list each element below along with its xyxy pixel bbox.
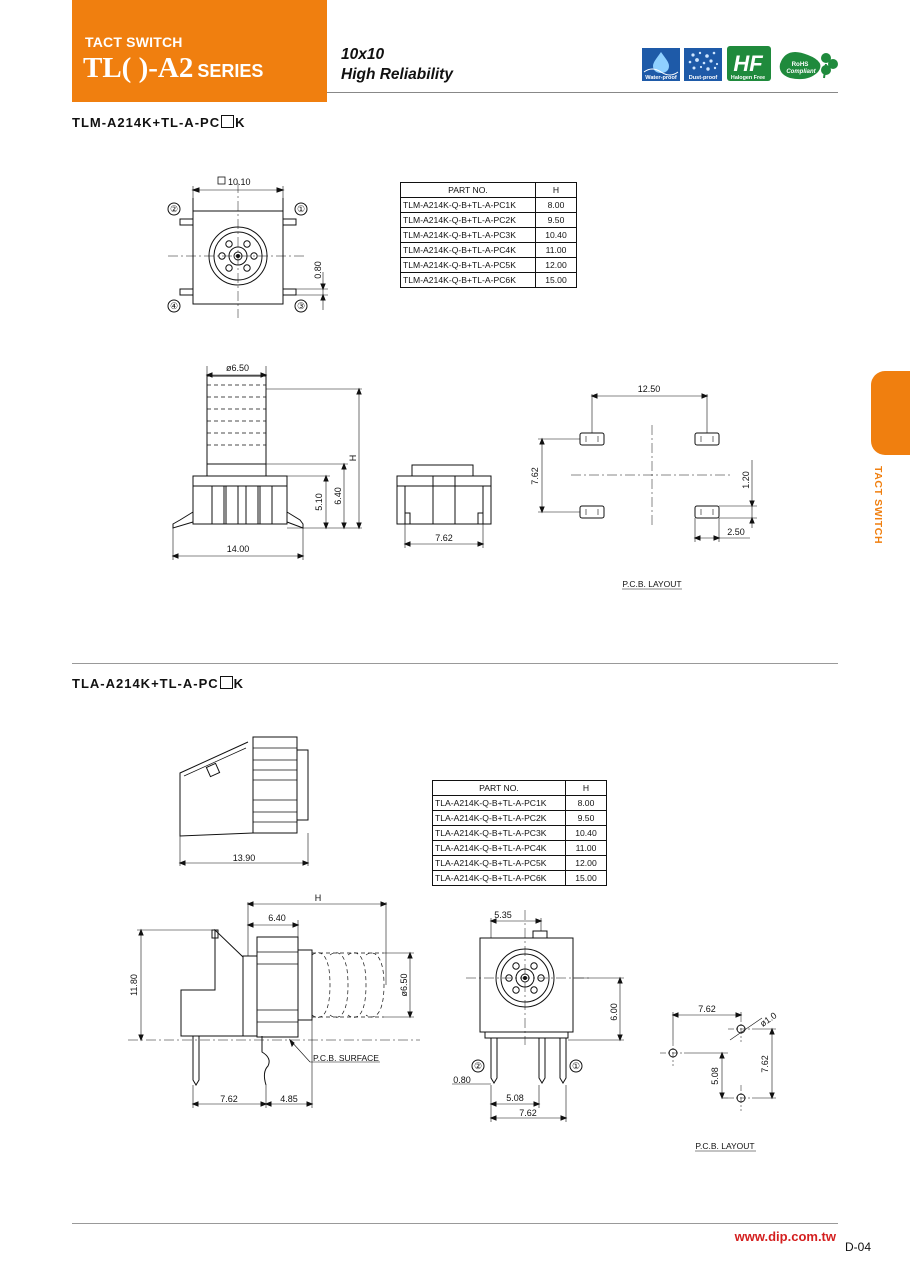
section2-title-prefix: TLA-A214K+TL-A-PC — [72, 676, 219, 691]
dim-pitch-side: 7.62 — [435, 533, 453, 543]
badge-dustproof-label: Dust-proof — [689, 75, 718, 81]
section1-title-suffix: K — [235, 115, 246, 130]
side-label: TACT SWITCH — [872, 466, 884, 545]
pcb-layout-2 — [660, 1012, 776, 1152]
dim-pcb-y2: 7.62 — [760, 1055, 770, 1073]
section2-title-suffix: K — [233, 676, 245, 691]
tagline: 10x10 High Reliability — [341, 45, 453, 85]
section1-title: TLM-A214K+TL-A-PC K — [72, 115, 245, 130]
tagline-size: 10x10 — [341, 46, 385, 63]
dim-actuator-dia2: ø6.50 — [399, 973, 409, 996]
dim-total-h: 6.40 — [333, 487, 343, 505]
waterproof-icon: Water-proof — [642, 48, 680, 81]
footer-url[interactable]: www.dip.com.tw — [734, 1229, 836, 1244]
dim-pin-gap2: 0.80 — [453, 1075, 471, 1085]
section2-title: TLA-A214K+TL-A-PC K — [72, 676, 244, 691]
side-view — [171, 366, 362, 560]
pin-label-1: ① — [297, 204, 305, 214]
dim-front-h: 6.00 — [609, 1003, 619, 1021]
dim-offset: 4.85 — [280, 1094, 298, 1104]
pcb-layout-label-2: P.C.B. LAYOUT — [695, 1141, 754, 1151]
rohs-icon: RoHS Compliant — [779, 52, 838, 80]
dim-pitch-b: 7.62 — [519, 1108, 537, 1118]
badge-rohs-top: RoHS — [792, 61, 809, 68]
halogen-free-icon: HF Halogen Free — [727, 46, 771, 81]
angled-top-view — [178, 736, 310, 866]
dim-pitch-a: 5.08 — [506, 1093, 524, 1103]
pcb-layout-1 — [538, 393, 757, 590]
end-view — [396, 464, 492, 548]
right-angle-side-view — [128, 901, 420, 1108]
side-tab — [871, 371, 910, 455]
pin-label-2: ② — [170, 204, 178, 214]
badge-waterproof-label: Water-proof — [645, 75, 677, 81]
dim-pcb-y: 7.62 — [530, 467, 540, 485]
header-rule — [327, 92, 838, 93]
section1-title-prefix: TLM-A214K+TL-A-PC — [72, 115, 221, 130]
badge-row: Water-proof Dust-proof HF Halogen Free R… — [642, 46, 838, 81]
dim-pcb-pad-w: 2.50 — [727, 527, 745, 537]
page-number: D-04 — [845, 1240, 872, 1254]
dim-height: H — [348, 455, 358, 462]
dim-height-h: H — [315, 893, 322, 903]
dim-pcb-hole: ø1.0 — [758, 1010, 778, 1029]
dim-top-len: 13.90 — [233, 853, 256, 863]
pin-label-4: ④ — [170, 301, 178, 311]
pin-label-1b: ① — [572, 1061, 580, 1071]
top-view — [167, 183, 328, 318]
pin-label-3: ③ — [297, 301, 305, 311]
dim-top-size: 10.10 — [228, 177, 251, 187]
badge-halogen-label: Halogen Free — [731, 75, 765, 81]
pcb-layout-label: P.C.B. LAYOUT — [622, 579, 681, 589]
svg-text:HF: HF — [733, 51, 763, 76]
section-divider — [72, 663, 838, 664]
dim-pcb-y1: 5.08 — [710, 1067, 720, 1085]
pcb-surface-label: P.C.B. SURFACE — [313, 1053, 379, 1063]
dim-body-h: 5.10 — [314, 493, 324, 511]
dim-front-w: 5.35 — [494, 910, 512, 920]
dim-pin-pitch: 7.62 — [220, 1094, 238, 1104]
dim-pcb-pad-h: 1.20 — [741, 471, 751, 489]
category-label: TACT SWITCH — [85, 34, 183, 50]
series-word: SERIES — [197, 61, 264, 81]
square-symbol — [217, 176, 226, 185]
table-cell: 15.00 — [535, 272, 577, 288]
dim-total-h2: 11.80 — [129, 974, 139, 996]
footer-rule — [72, 1223, 838, 1224]
tagline-feature: High Reliability — [341, 66, 453, 83]
placeholder-box — [219, 676, 233, 689]
placeholder-box — [221, 115, 235, 128]
dim-width: 14.00 — [227, 544, 250, 554]
dim-actuator-dia: ø6.50 — [226, 363, 249, 373]
dim-pcb-x2: 7.62 — [698, 1004, 716, 1014]
dustproof-icon: Dust-proof — [684, 48, 722, 81]
badge-rohs-bottom: Compliant — [786, 69, 816, 75]
table-cell: 9.50 — [535, 212, 577, 228]
dim-side-w: 6.40 — [268, 913, 286, 923]
series-code: TL( )-A2 — [83, 52, 194, 84]
section1-drawings: 10.10 ② ① ④ ③ 0.80 ø6.50 H 5.10 6.40 14.… — [167, 176, 757, 590]
dim-pin-gap: 0.80 — [313, 261, 323, 279]
pin-label-2b: ② — [474, 1061, 482, 1071]
table-cell: 15.00 — [565, 870, 607, 886]
right-angle-front-view — [452, 910, 624, 1122]
section2-drawings: 13.90 H 6.40 11.80 ø6.50 P.C.B. SURFACE … — [128, 736, 779, 1152]
dim-pcb-x: 12.50 — [638, 384, 661, 394]
